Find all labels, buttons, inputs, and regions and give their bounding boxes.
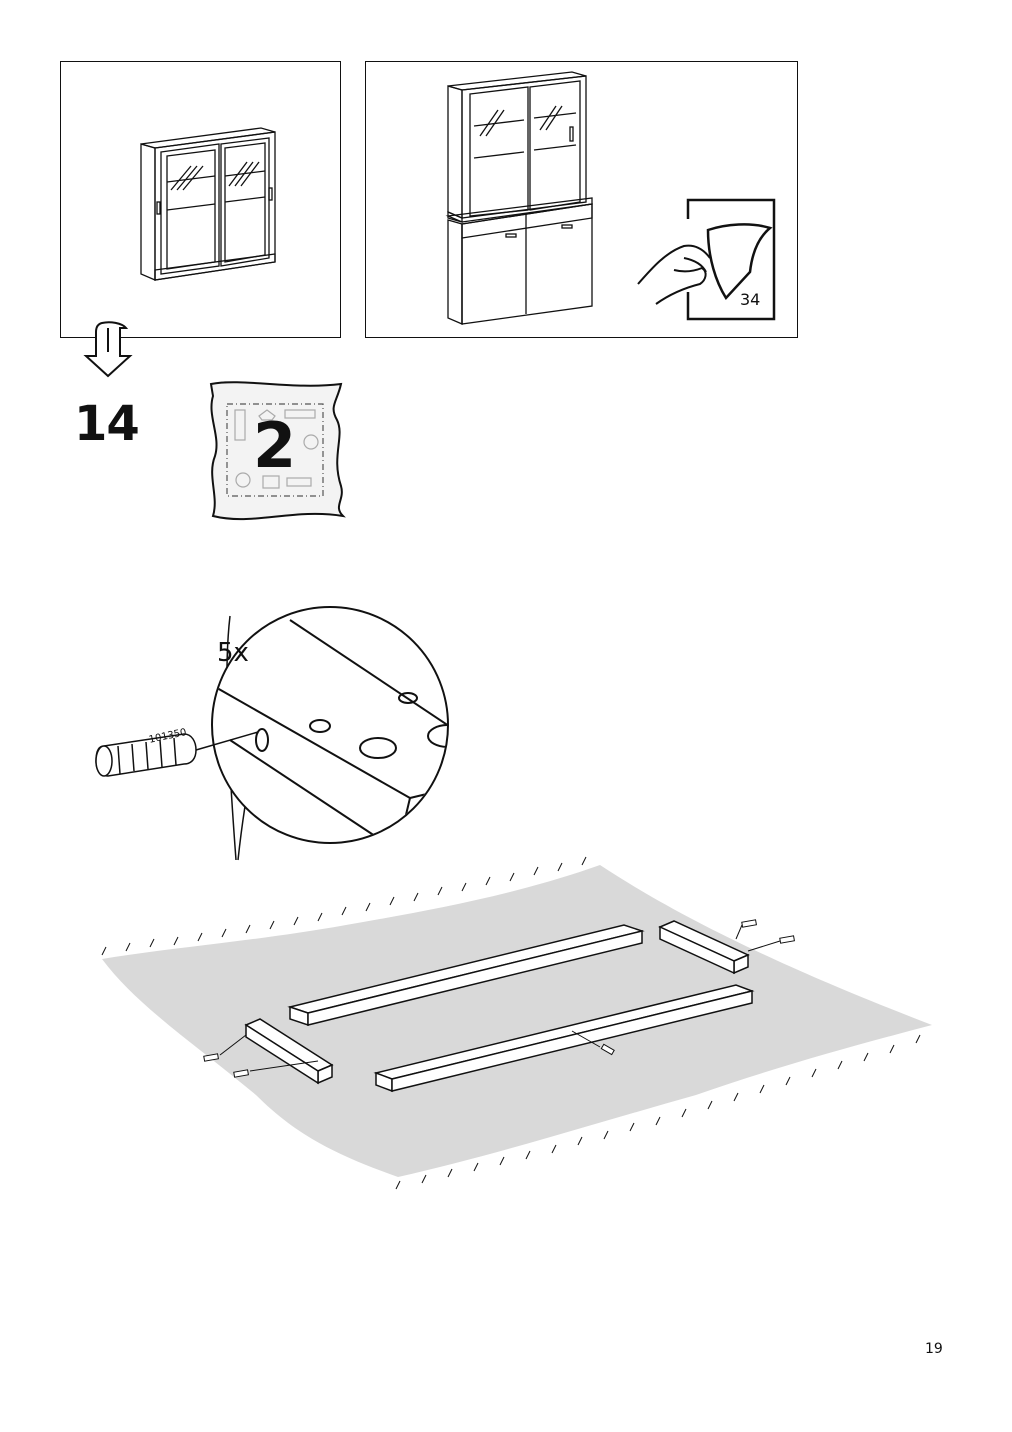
dowel-icon	[95, 731, 259, 777]
dowel-quantity: 5x	[217, 638, 249, 668]
down-arrow-icon	[83, 321, 133, 378]
hand-peel-icon	[637, 244, 711, 305]
step-number: 14	[74, 396, 140, 452]
fitting-bag-icon	[209, 381, 346, 521]
glass-cabinet-illustration	[140, 127, 276, 281]
combination-cabinet-illustration	[445, 71, 776, 325]
cabinet-top-panel	[60, 61, 341, 338]
page-number: 19	[925, 1341, 943, 1357]
detail-magnifier	[211, 606, 449, 861]
reference-booklet	[686, 198, 776, 321]
reference-page-number: 34	[740, 290, 761, 309]
floor-blanket-scene	[101, 856, 932, 1190]
fitting-bag-count: 2	[253, 409, 297, 482]
cabinet-combination-panel: 34	[365, 61, 798, 338]
